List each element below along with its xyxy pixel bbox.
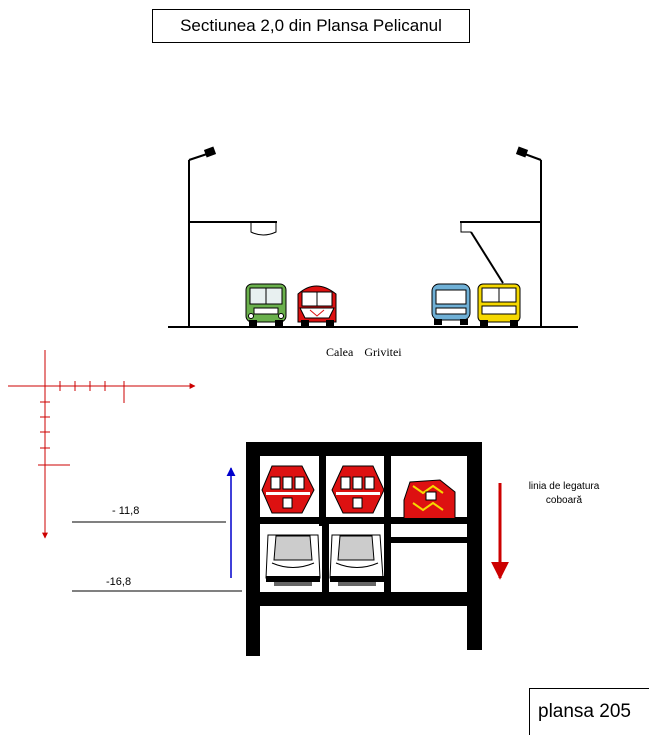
blue-bus — [431, 283, 471, 325]
level-label-lower: -16,8 — [106, 576, 132, 588]
red-tram-underground-2 — [331, 465, 385, 514]
connecting-line-note: linia de legatura coboară — [510, 480, 618, 508]
red-locomotive — [403, 479, 456, 524]
street-lamp-left — [188, 146, 277, 327]
sheet-label: plansa 205 — [529, 688, 649, 735]
red-axes — [8, 350, 196, 539]
diagram-title: Sectiunea 2,0 din Plansa Pelicanul — [152, 9, 470, 43]
yellow-trolleybus — [477, 283, 521, 326]
street-lamp-right — [460, 146, 542, 327]
green-bus — [245, 283, 287, 326]
note-line-1: linia de legatura — [528, 481, 600, 492]
red-tram-street — [297, 285, 337, 326]
metro-train-2 — [329, 534, 384, 586]
note-line-2: coboară — [545, 495, 583, 506]
metro-train-1 — [265, 534, 321, 586]
level-label-upper: - 11,8 — [112, 505, 140, 517]
street-label: Calea Grivitei — [326, 345, 402, 359]
underground-structure — [246, 442, 482, 656]
red-tram-underground-1 — [261, 465, 315, 514]
